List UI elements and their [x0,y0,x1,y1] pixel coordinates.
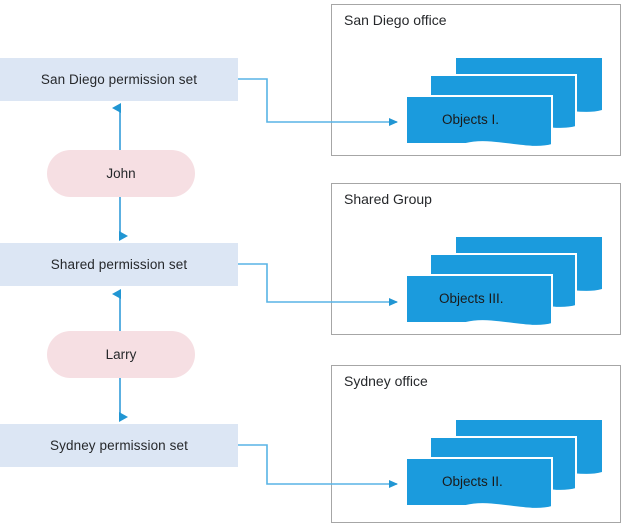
group-panel-title: San Diego office [344,12,447,28]
objects-document-stack-icon [405,58,602,148]
group-panel-shared-group: Shared Group Objects III. [331,183,621,335]
permission-set-box-shared[interactable]: Shared permission set [0,243,238,286]
group-panel-san-diego-office: San Diego office Objects I. [331,4,621,156]
permission-set-label: San Diego permission set [40,72,198,87]
objects-document-stack-icon [405,237,602,327]
permission-set-label: Shared permission set [50,257,188,272]
permission-set-label: Sydney permission set [50,438,188,453]
permission-set-box-san-diego[interactable]: San Diego permission set [0,58,238,101]
group-panel-sydney-office: Sydney office Objects II. [331,365,621,523]
user-label: Larry [105,347,137,362]
user-pill-john[interactable]: John [47,150,195,197]
permission-set-box-sydney[interactable]: Sydney permission set [0,424,238,467]
user-label: John [106,166,136,181]
document-stack[interactable]: Objects I. [332,5,622,155]
document-stack[interactable]: Objects II. [332,366,622,522]
user-pill-larry[interactable]: Larry [47,331,195,378]
group-panel-title: Sydney office [344,373,428,389]
group-panel-title: Shared Group [344,191,432,207]
document-stack[interactable]: Objects III. [332,184,622,334]
objects-document-stack-icon [405,420,602,510]
